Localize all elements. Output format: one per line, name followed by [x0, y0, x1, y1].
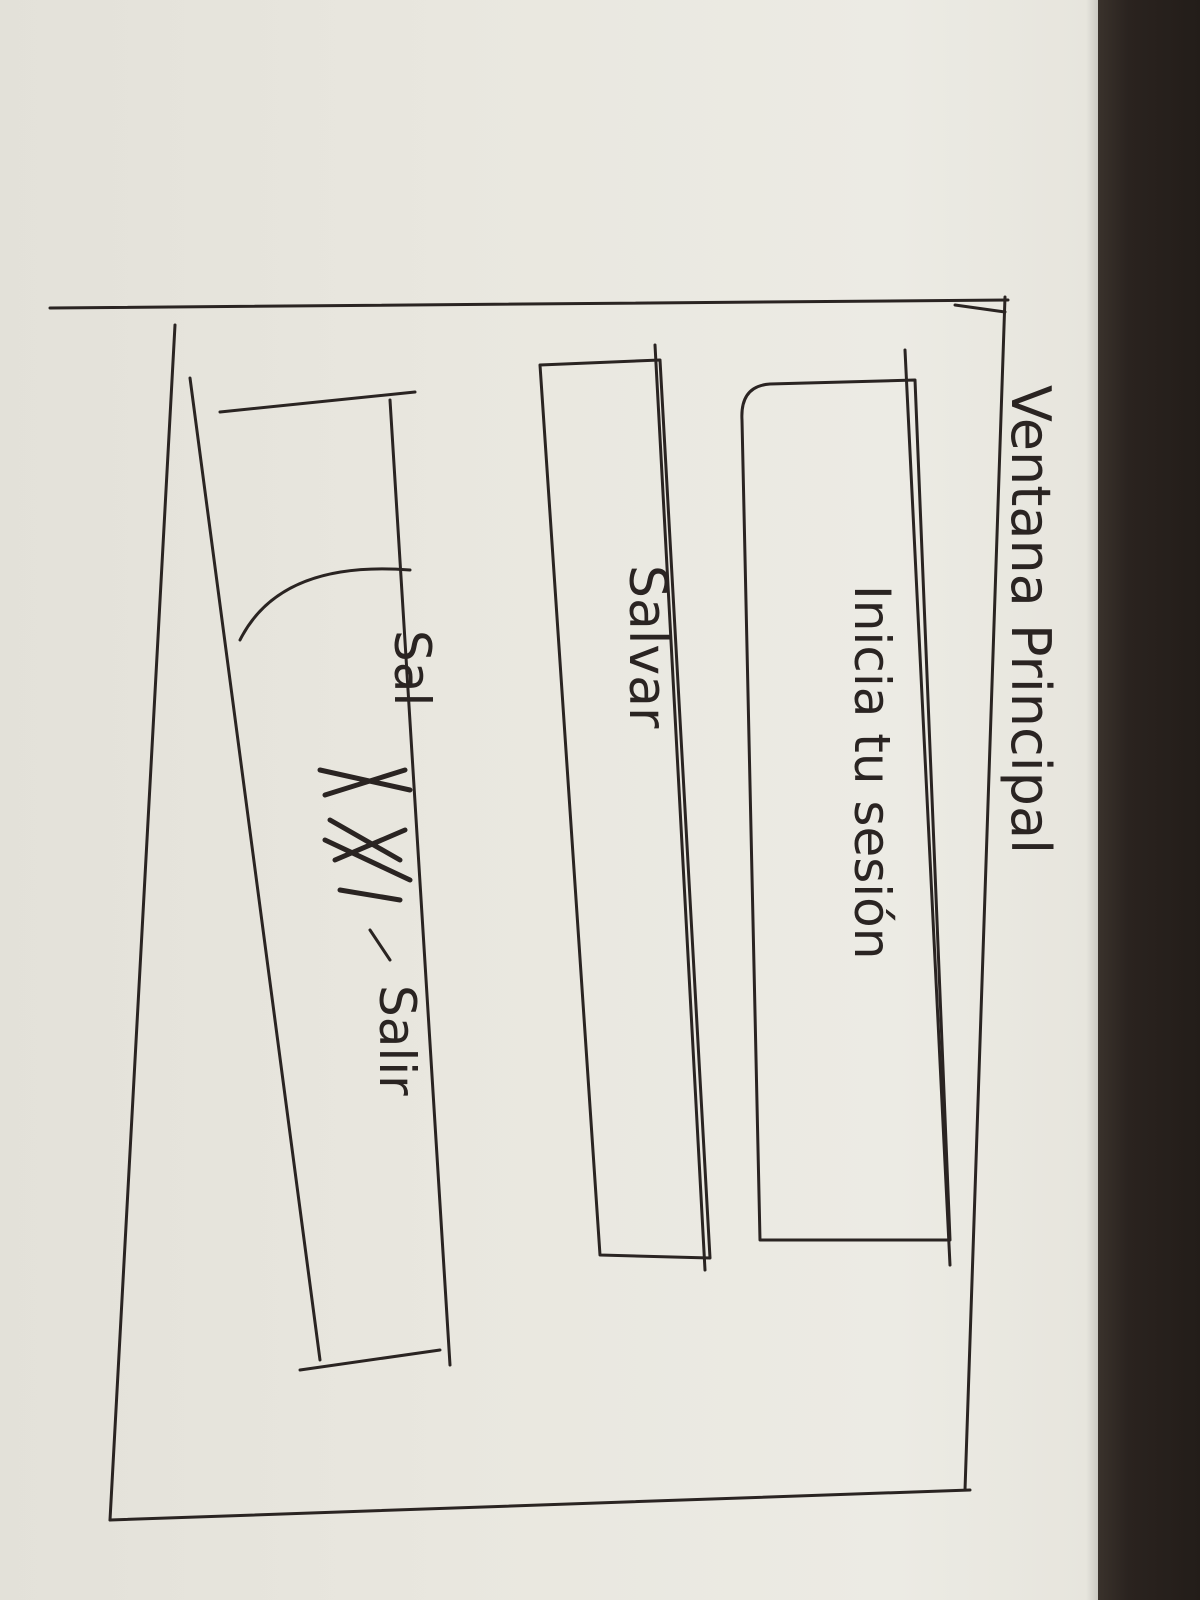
save-button[interactable]: Salvar	[538, 343, 712, 1272]
login-button-label: Inicia tu sesión	[843, 585, 901, 959]
main-window-frame	[48, 295, 1010, 1522]
exit-button-label: Salir	[368, 985, 426, 1096]
save-button-label: Salvar	[617, 565, 677, 729]
login-button[interactable]: Inicia tu sesión	[740, 348, 952, 1267]
window-title: Ventana Principal	[999, 385, 1062, 854]
scribble-mark	[317, 767, 413, 903]
exit-button-label-struck: Sal	[383, 630, 441, 706]
desk-edge	[1098, 0, 1200, 1600]
exit-button[interactable]: Sal Salir	[188, 376, 452, 1372]
